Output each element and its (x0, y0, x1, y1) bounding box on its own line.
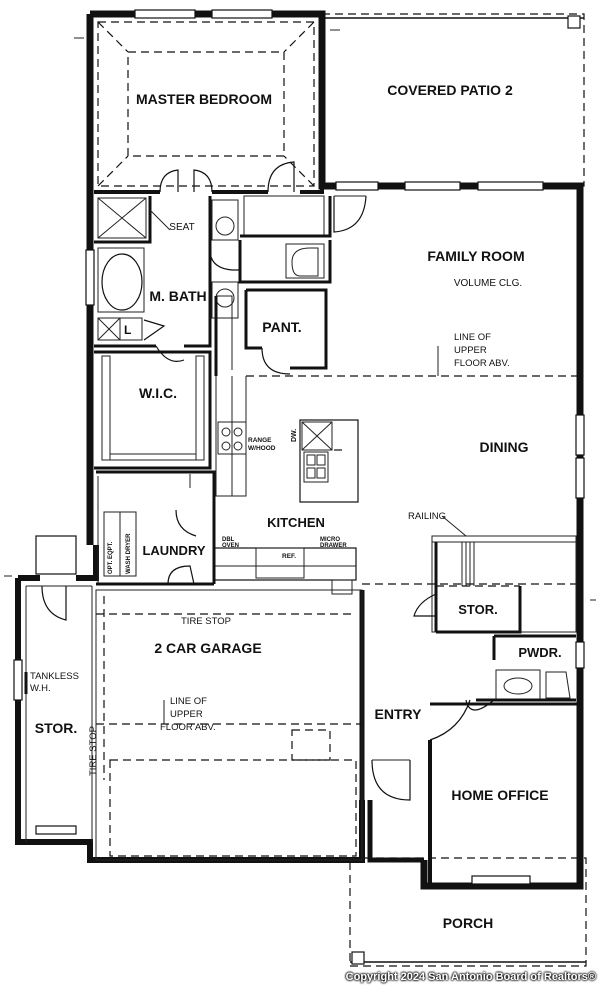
label-pantry: PANT. (262, 319, 301, 335)
master-tray-ceiling (97, 21, 315, 187)
label-entry: ENTRY (375, 706, 423, 722)
hall-closets (209, 195, 332, 284)
master-bath (94, 196, 239, 362)
walk-in-closet (94, 350, 212, 470)
label-wic: W.I.C. (139, 385, 177, 401)
note-upper-floor-family-2: UPPER (454, 345, 487, 356)
powder-room (476, 634, 576, 702)
label-seat: SEAT (169, 222, 194, 233)
note-upper-floor-garage-2: UPPER (170, 709, 203, 720)
label-dining: DINING (480, 439, 529, 455)
label-kitchen: KITCHEN (267, 515, 325, 530)
garage (95, 589, 363, 861)
note-dbl-oven-1: DBL (222, 537, 235, 543)
note-washer-2: WASH DRYER (126, 533, 132, 574)
label-master-bedroom: MASTER BEDROOM (136, 91, 272, 107)
covered-patio-outline (321, 13, 585, 187)
note-tankless-2: W.H. (30, 683, 51, 694)
windows (13, 9, 585, 885)
note-micro-2: DRAWER (320, 543, 347, 549)
note-tire-stop-top: TIRE STOP (181, 616, 231, 627)
note-upper-floor-family-3: FLOOR ABV. (454, 358, 510, 369)
stairs (413, 515, 577, 634)
kitchen-fixtures (175, 376, 359, 595)
label-covered-patio: COVERED PATIO 2 (387, 82, 513, 98)
label-volume-clg: VOLUME CLG. (454, 278, 522, 289)
note-railing: RAILING (408, 511, 446, 522)
label-stairs-storage: STOR. (458, 602, 498, 617)
porch-outline (349, 857, 587, 967)
note-range-2: W/HOOD (248, 445, 276, 452)
label-laundry: LAUNDRY (142, 543, 205, 558)
note-dw: DW. (291, 429, 298, 442)
note-dbl-oven-2: OVEN (222, 543, 239, 549)
label-garage-storage: STOR. (35, 720, 78, 736)
label-home-office: HOME OFFICE (451, 787, 548, 803)
note-upper-floor-family-1: LINE OF (454, 332, 491, 343)
note-tire-stop-side: TIRE STOP (88, 726, 99, 776)
note-washer-1: OPT. EQPT. (108, 541, 114, 574)
note-micro-1: MICRO (320, 537, 340, 543)
label-porch: PORCH (443, 915, 494, 931)
note-ref: REF. (282, 553, 296, 560)
master-doors (159, 161, 295, 193)
note-upper-floor-garage-1: LINE OF (170, 696, 207, 707)
copyright-watermark: Copyright 2024 San Antonio Board of Real… (345, 971, 596, 983)
label-m-bath: M. BATH (149, 288, 206, 304)
entry-door (371, 759, 411, 801)
label-powder: PWDR. (518, 645, 561, 660)
note-l-label: L (124, 323, 131, 337)
home-office-walls (428, 699, 580, 886)
garage-storage (24, 535, 93, 842)
note-range-1: RANGE (248, 437, 272, 444)
patio-door-swing (333, 195, 367, 233)
laundry (96, 470, 216, 586)
label-garage: 2 CAR GARAGE (154, 640, 261, 656)
note-tankless-1: TANKLESS (30, 671, 79, 682)
note-upper-floor-garage-3: FLOOR ABV. (160, 722, 216, 733)
label-family-room: FAMILY ROOM (427, 248, 524, 264)
pantry (214, 288, 328, 376)
